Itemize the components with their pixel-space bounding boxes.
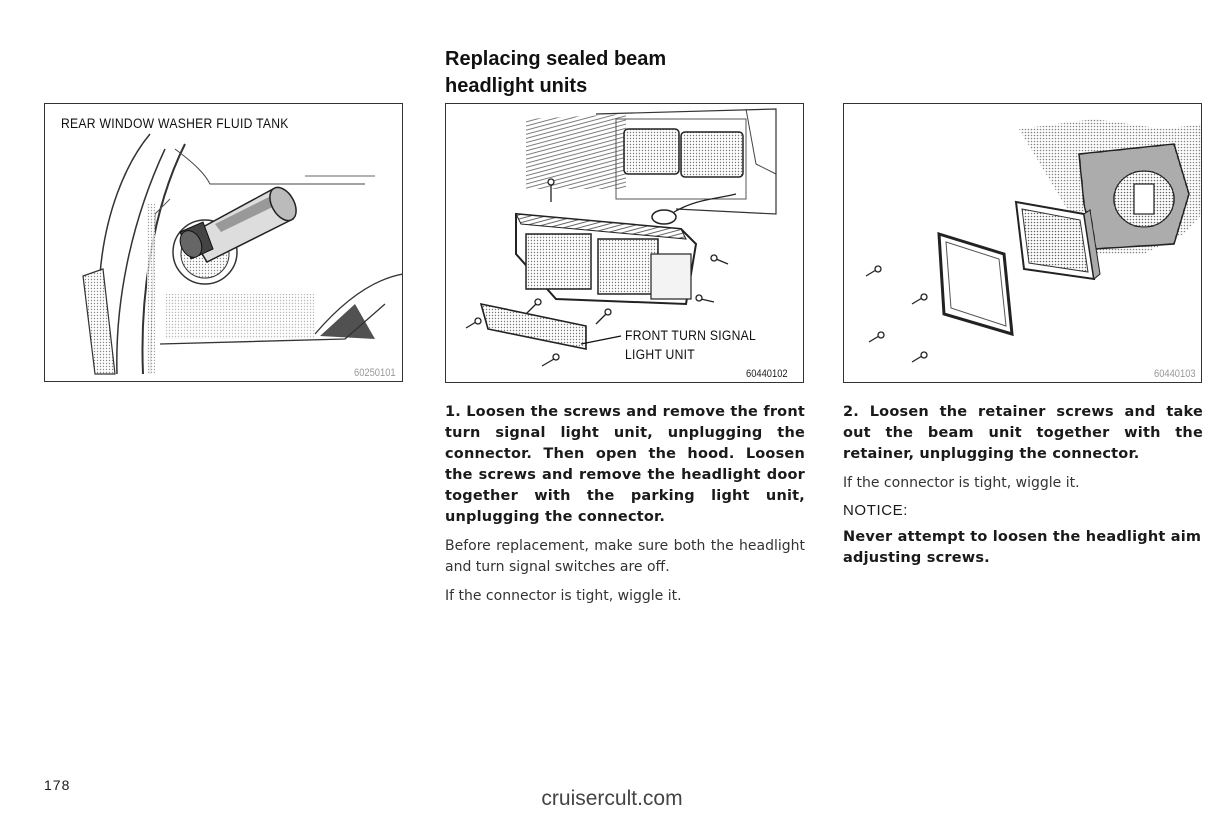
label-turn-signal-line-2: LIGHT UNIT [625,347,695,362]
page-number: 178 [44,777,71,793]
footer-watermark: cruisercult.com [541,787,683,810]
step-1-instruction: 1. Loosen the screws and remove the fron… [445,404,806,525]
heading-line-1: Replacing sealed beam [445,48,667,70]
figure-caption-washer-tank: REAR WINDOW WASHER FLUID TANK [61,116,289,131]
step-1-note-connector: If the connector is tight, wiggle it. [445,588,682,604]
figure-beam-unit-retainer: 60440103 [843,103,1202,383]
figure-washer-tank: REAR WINDOW WASHER FLUID TANK 60250101 [44,103,403,382]
notice-label: NOTICE: [843,502,909,519]
label-turn-signal-line-1: FRONT TURN SIGNAL [625,328,757,343]
step-2-text: 2. Loosen the retainer screws and take o… [843,402,1203,577]
heading-line-2: headlight units [445,75,588,97]
turn-signal-illustration [465,108,777,367]
step-1-text: 1. Loosen the screws and remove the fron… [445,402,805,615]
washer-tank-illustration [82,133,402,375]
beam-unit-illustration [865,119,1201,363]
figure-turn-signal-unit: FRONT TURN SIGNAL LIGHT UNIT 60440102 [445,103,804,383]
step-2-note-connector: If the connector is tight, wiggle it. [843,475,1080,491]
figure-code-middle: 60440102 [746,368,788,380]
notice-text: Never attempt to loosen the headlight ai… [843,529,1202,566]
section-heading: Replacing sealed beam headlight units [445,46,805,100]
figure-code-right: 60440103 [1154,368,1196,380]
figure-code-left: 60250101 [354,367,396,379]
step-2-instruction: 2. Loosen the retainer screws and take o… [843,404,1203,462]
step-1-note-switches: Before replacement, make sure both the h… [445,538,805,575]
